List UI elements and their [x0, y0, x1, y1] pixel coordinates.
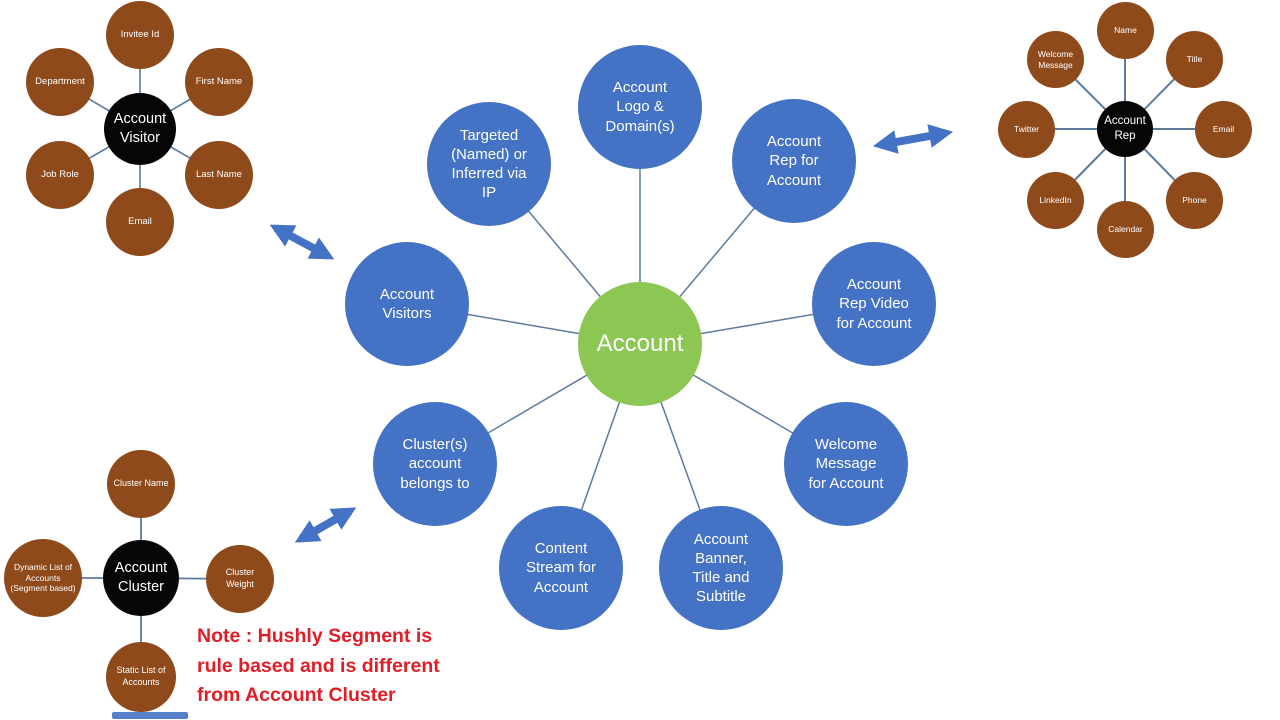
- rep-satellite-linkedin: LinkedIn: [1027, 172, 1084, 229]
- node-account-rep-video: Account Rep Video for Account: [812, 242, 936, 366]
- node-account-logo-domains: Account Logo & Domain(s): [578, 45, 702, 169]
- node-account-banner-title-subtitle: Account Banner, Title and Subtitle: [659, 506, 783, 630]
- rep-center-node: Account Rep: [1097, 101, 1153, 157]
- cluster-satellite-dynamic-list: Dynamic List of Accounts (Segment based): [4, 539, 82, 617]
- node-welcome-message-for-account: Welcome Message for Account: [784, 402, 908, 526]
- cluster-center-node: Account Cluster: [103, 540, 179, 616]
- visitor-satellite-last-name: Last Name: [185, 141, 253, 209]
- arrow-rep-link: [872, 124, 954, 154]
- node-clusters-account-belongs-to: Cluster(s) account belongs to: [373, 402, 497, 526]
- cluster-satellite-static-list: Static List of Accounts: [106, 642, 176, 712]
- note-line-3: from Account Cluster: [197, 684, 396, 706]
- node-content-stream: Content Stream for Account: [499, 506, 623, 630]
- node-targeted-or-inferred: Targeted (Named) or Inferred via IP: [427, 102, 551, 226]
- hub-node-account: Account: [578, 282, 702, 406]
- arrow-cluster-link: [294, 507, 357, 543]
- bottom-edge-bar: [112, 712, 188, 719]
- visitor-satellite-email: Email: [106, 188, 174, 256]
- note-line-2: rule based and is different: [197, 654, 440, 677]
- visitor-satellite-department: Department: [26, 48, 94, 116]
- cluster-satellite-cluster-name: Cluster Name: [107, 450, 175, 518]
- visitor-satellite-first-name: First Name: [185, 48, 253, 116]
- visitor-satellite-invitee-id: Invitee Id: [106, 1, 174, 69]
- rep-satellite-welcome-message: Welcome Message: [1027, 31, 1084, 88]
- rep-satellite-calendar: Calendar: [1097, 201, 1154, 258]
- hushly-segment-note: Note : Hushly Segment is rule based and …: [197, 622, 440, 711]
- rep-satellite-name: Name: [1097, 2, 1154, 59]
- link-arrows: [269, 124, 954, 543]
- node-account-rep-for-account: Account Rep for Account: [732, 99, 856, 223]
- rep-satellite-twitter: Twitter: [998, 101, 1055, 158]
- rep-satellite-phone: Phone: [1166, 172, 1223, 229]
- arrow-visitors-link: [269, 224, 335, 260]
- rep-satellite-title: Title: [1166, 31, 1223, 88]
- note-line-1: Note : Hushly Segment is: [197, 625, 433, 647]
- visitor-center-node: Account Visitor: [104, 93, 176, 165]
- cluster-satellite-cluster-weight: Cluster Weight: [206, 545, 274, 613]
- visitor-satellite-job-role: Job Role: [26, 141, 94, 209]
- node-account-visitors: Account Visitors: [345, 242, 469, 366]
- rep-satellite-email: Email: [1195, 101, 1252, 158]
